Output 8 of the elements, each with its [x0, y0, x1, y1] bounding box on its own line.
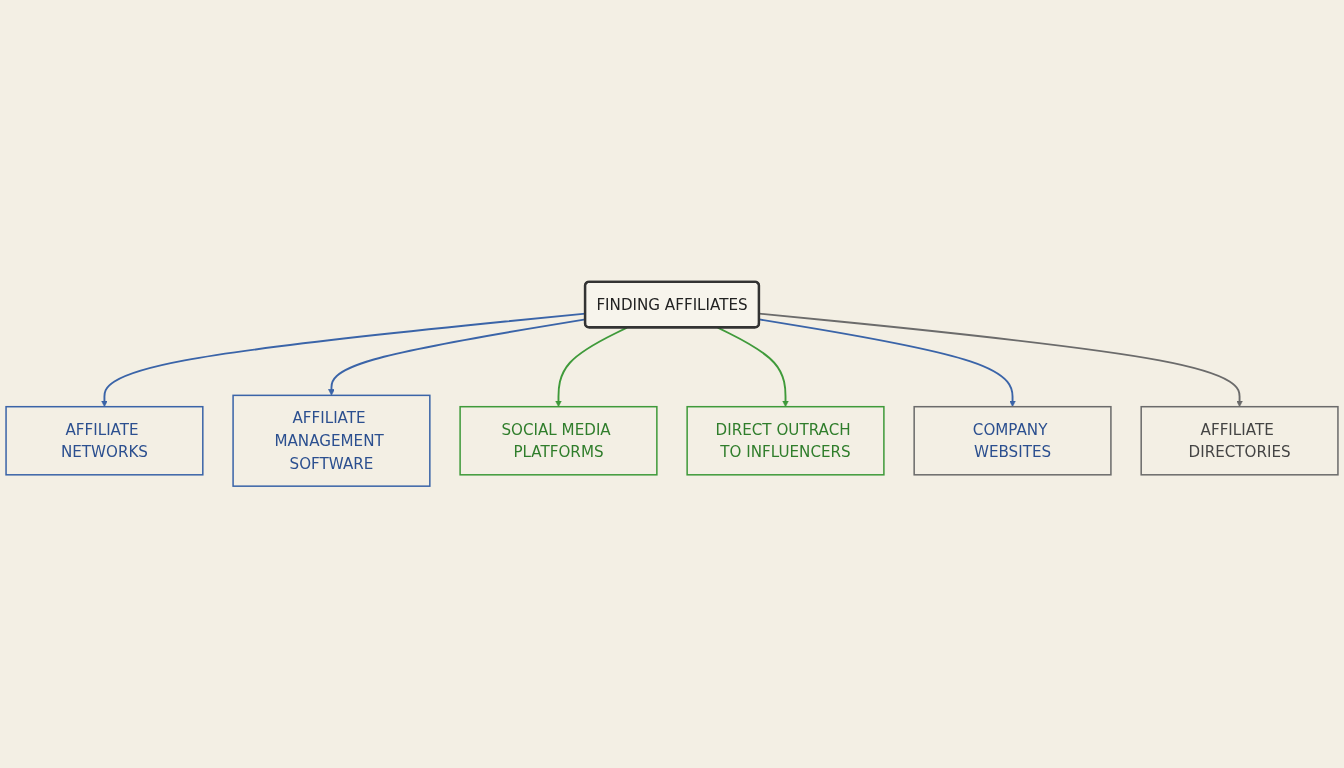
arrow — [758, 318, 1016, 407]
node-box: AFFILIATE NETWORKS — [5, 405, 204, 476]
node-box: AFFILIATE DIRECTORIES — [1140, 405, 1339, 476]
node-box: COMPANY WEBSITES — [913, 405, 1112, 476]
arrow — [758, 312, 1243, 407]
node-box: AFFILIATE MANAGEMENT SOFTWARE — [232, 394, 431, 487]
node-box: DIRECT OUTRACH TO INFLUENCERS — [686, 405, 885, 476]
node-box: SOCIAL MEDIA PLATFORMS — [459, 405, 658, 476]
